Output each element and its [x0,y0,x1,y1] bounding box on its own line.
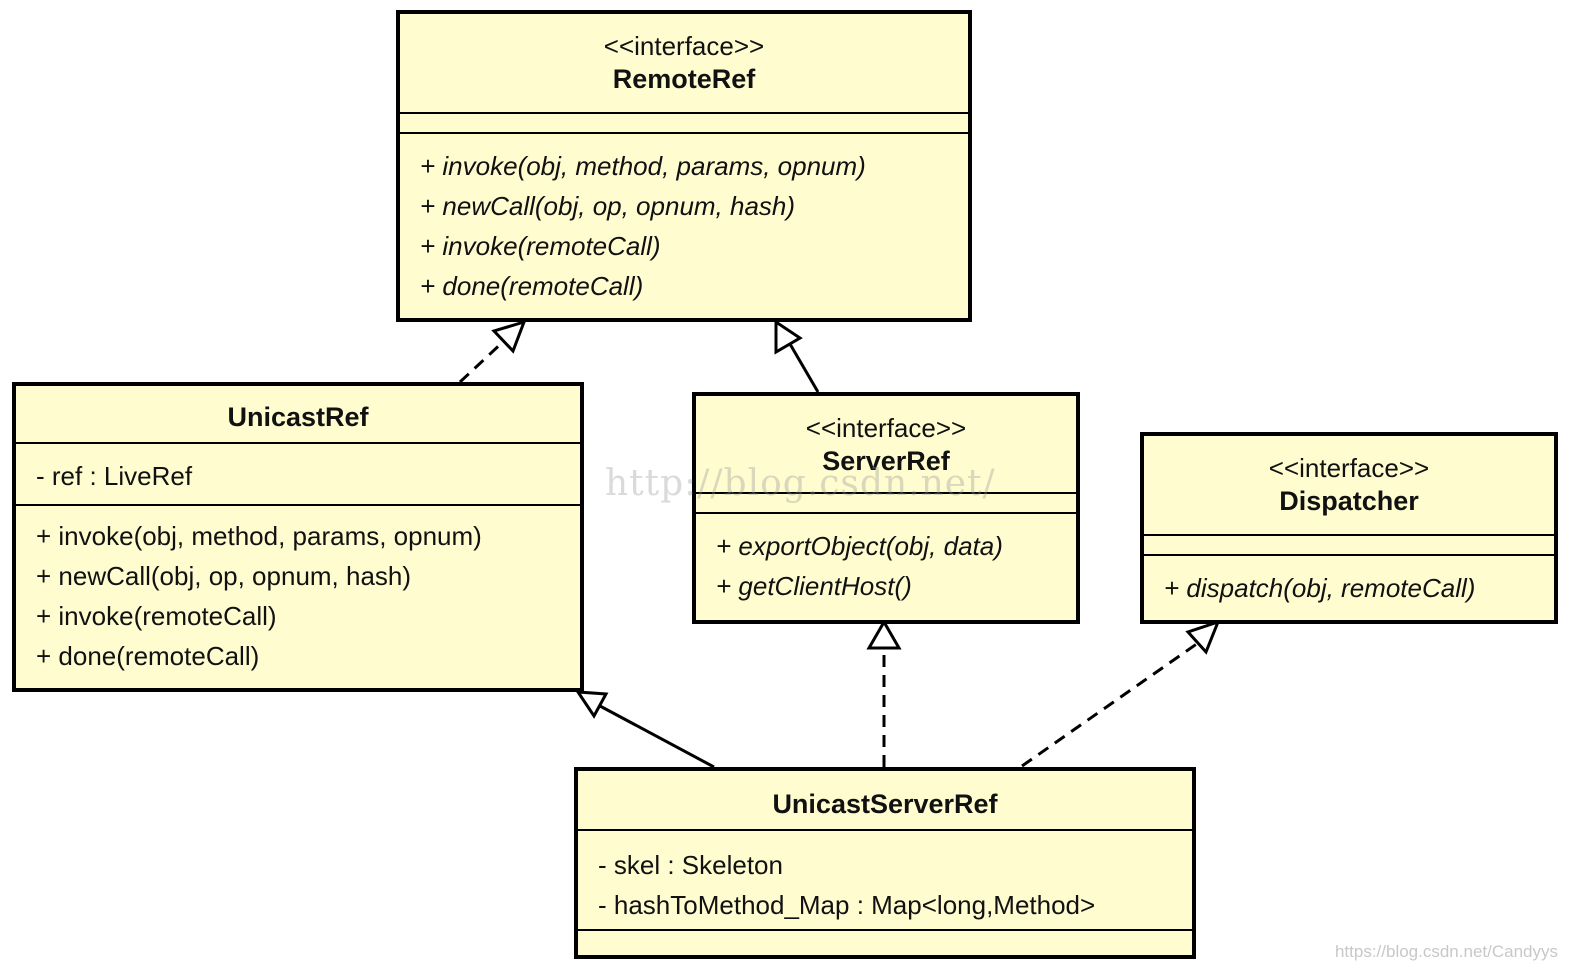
operation: + exportObject(obj, data) [716,531,1003,561]
generalization-unicastserverref-unicastref [599,704,715,769]
operation: + newCall(obj, op, opnum, hash) [420,191,796,221]
class-header: <<interface>> RemoteRef [400,14,968,114]
arrowhead-generalization-unicastref [575,690,609,719]
operation: + invoke(remoteCall) [36,601,277,631]
realization-unicastserverref-dispatcher [1021,641,1199,768]
operation: + invoke(obj, method, params, opnum) [36,521,482,551]
credit-text: https://blog.csdn.net/Candyys [1334,942,1558,961]
class-header: <<interface>> Dispatcher [1144,436,1554,536]
class-name: ServerRef [822,446,950,476]
class-name: Dispatcher [1279,486,1419,516]
class-remoteref[interactable]: <<interface>> RemoteRef + invoke(obj, me… [396,10,972,322]
stereotype-label: <<interface>> [1268,453,1430,483]
class-name: UnicastServerRef [772,789,998,819]
operations-compartment: + exportObject(obj, data) + getClientHos… [696,514,1076,606]
attributes-compartment [696,494,1076,514]
operations-compartment: + invoke(obj, method, params, opnum) + n… [400,134,968,306]
arrowhead-generalization-remoteref [774,319,803,355]
operation: + dispatch(obj, remoteCall) [1164,573,1476,603]
operations-compartment: + dispatch(obj, remoteCall) [1144,556,1554,608]
operation: + invoke(obj, method, params, opnum) [420,151,866,181]
operation: + done(remoteCall) [36,641,260,671]
attributes-compartment [400,114,968,134]
operation: + getClientHost() [716,571,912,601]
class-name: RemoteRef [612,64,756,94]
attribute: - hashToMethod_Map : Map<long,Method> [598,890,1096,920]
class-dispatcher[interactable]: <<interface>> Dispatcher + dispatch(obj,… [1140,432,1558,624]
attribute: - skel : Skeleton [598,850,783,880]
watermark-text: http://blog.csdn.net/ [605,463,996,504]
class-unicastserverref[interactable]: UnicastServerRef - skel : Skeleton - has… [574,767,1196,959]
attributes-compartment: - skel : Skeleton - hashToMethod_Map : M… [578,831,1192,931]
class-serverref[interactable]: <<interface>> ServerRef + exportObject(o… [692,392,1080,624]
class-header: UnicastRef [16,386,580,444]
attribute: - ref : LiveRef [36,461,193,491]
arrowhead-realization-dispatcher [1185,619,1221,655]
stereotype-label: <<interface>> [603,31,765,61]
arrowhead-realization-serverref [866,618,902,650]
operation: + invoke(remoteCall) [420,231,661,261]
class-header: <<interface>> ServerRef [696,396,1076,494]
class-header: UnicastServerRef [578,771,1192,831]
operations-compartment: + invoke(obj, method, params, opnum) + n… [16,506,580,676]
realization-unicastref-remoteref [458,338,507,384]
attributes-compartment: - ref : LiveRef [16,444,580,506]
stereotype-label: <<interface>> [805,413,967,443]
operation: + done(remoteCall) [420,271,644,301]
generalization-serverref-remoteref [788,343,820,393]
attributes-compartment [1144,536,1554,556]
operation: + newCall(obj, op, opnum, hash) [36,561,412,591]
class-name: UnicastRef [227,402,369,432]
class-unicastref[interactable]: UnicastRef - ref : LiveRef + invoke(obj,… [12,382,584,692]
arrowhead-realization-remoteref [491,319,527,354]
